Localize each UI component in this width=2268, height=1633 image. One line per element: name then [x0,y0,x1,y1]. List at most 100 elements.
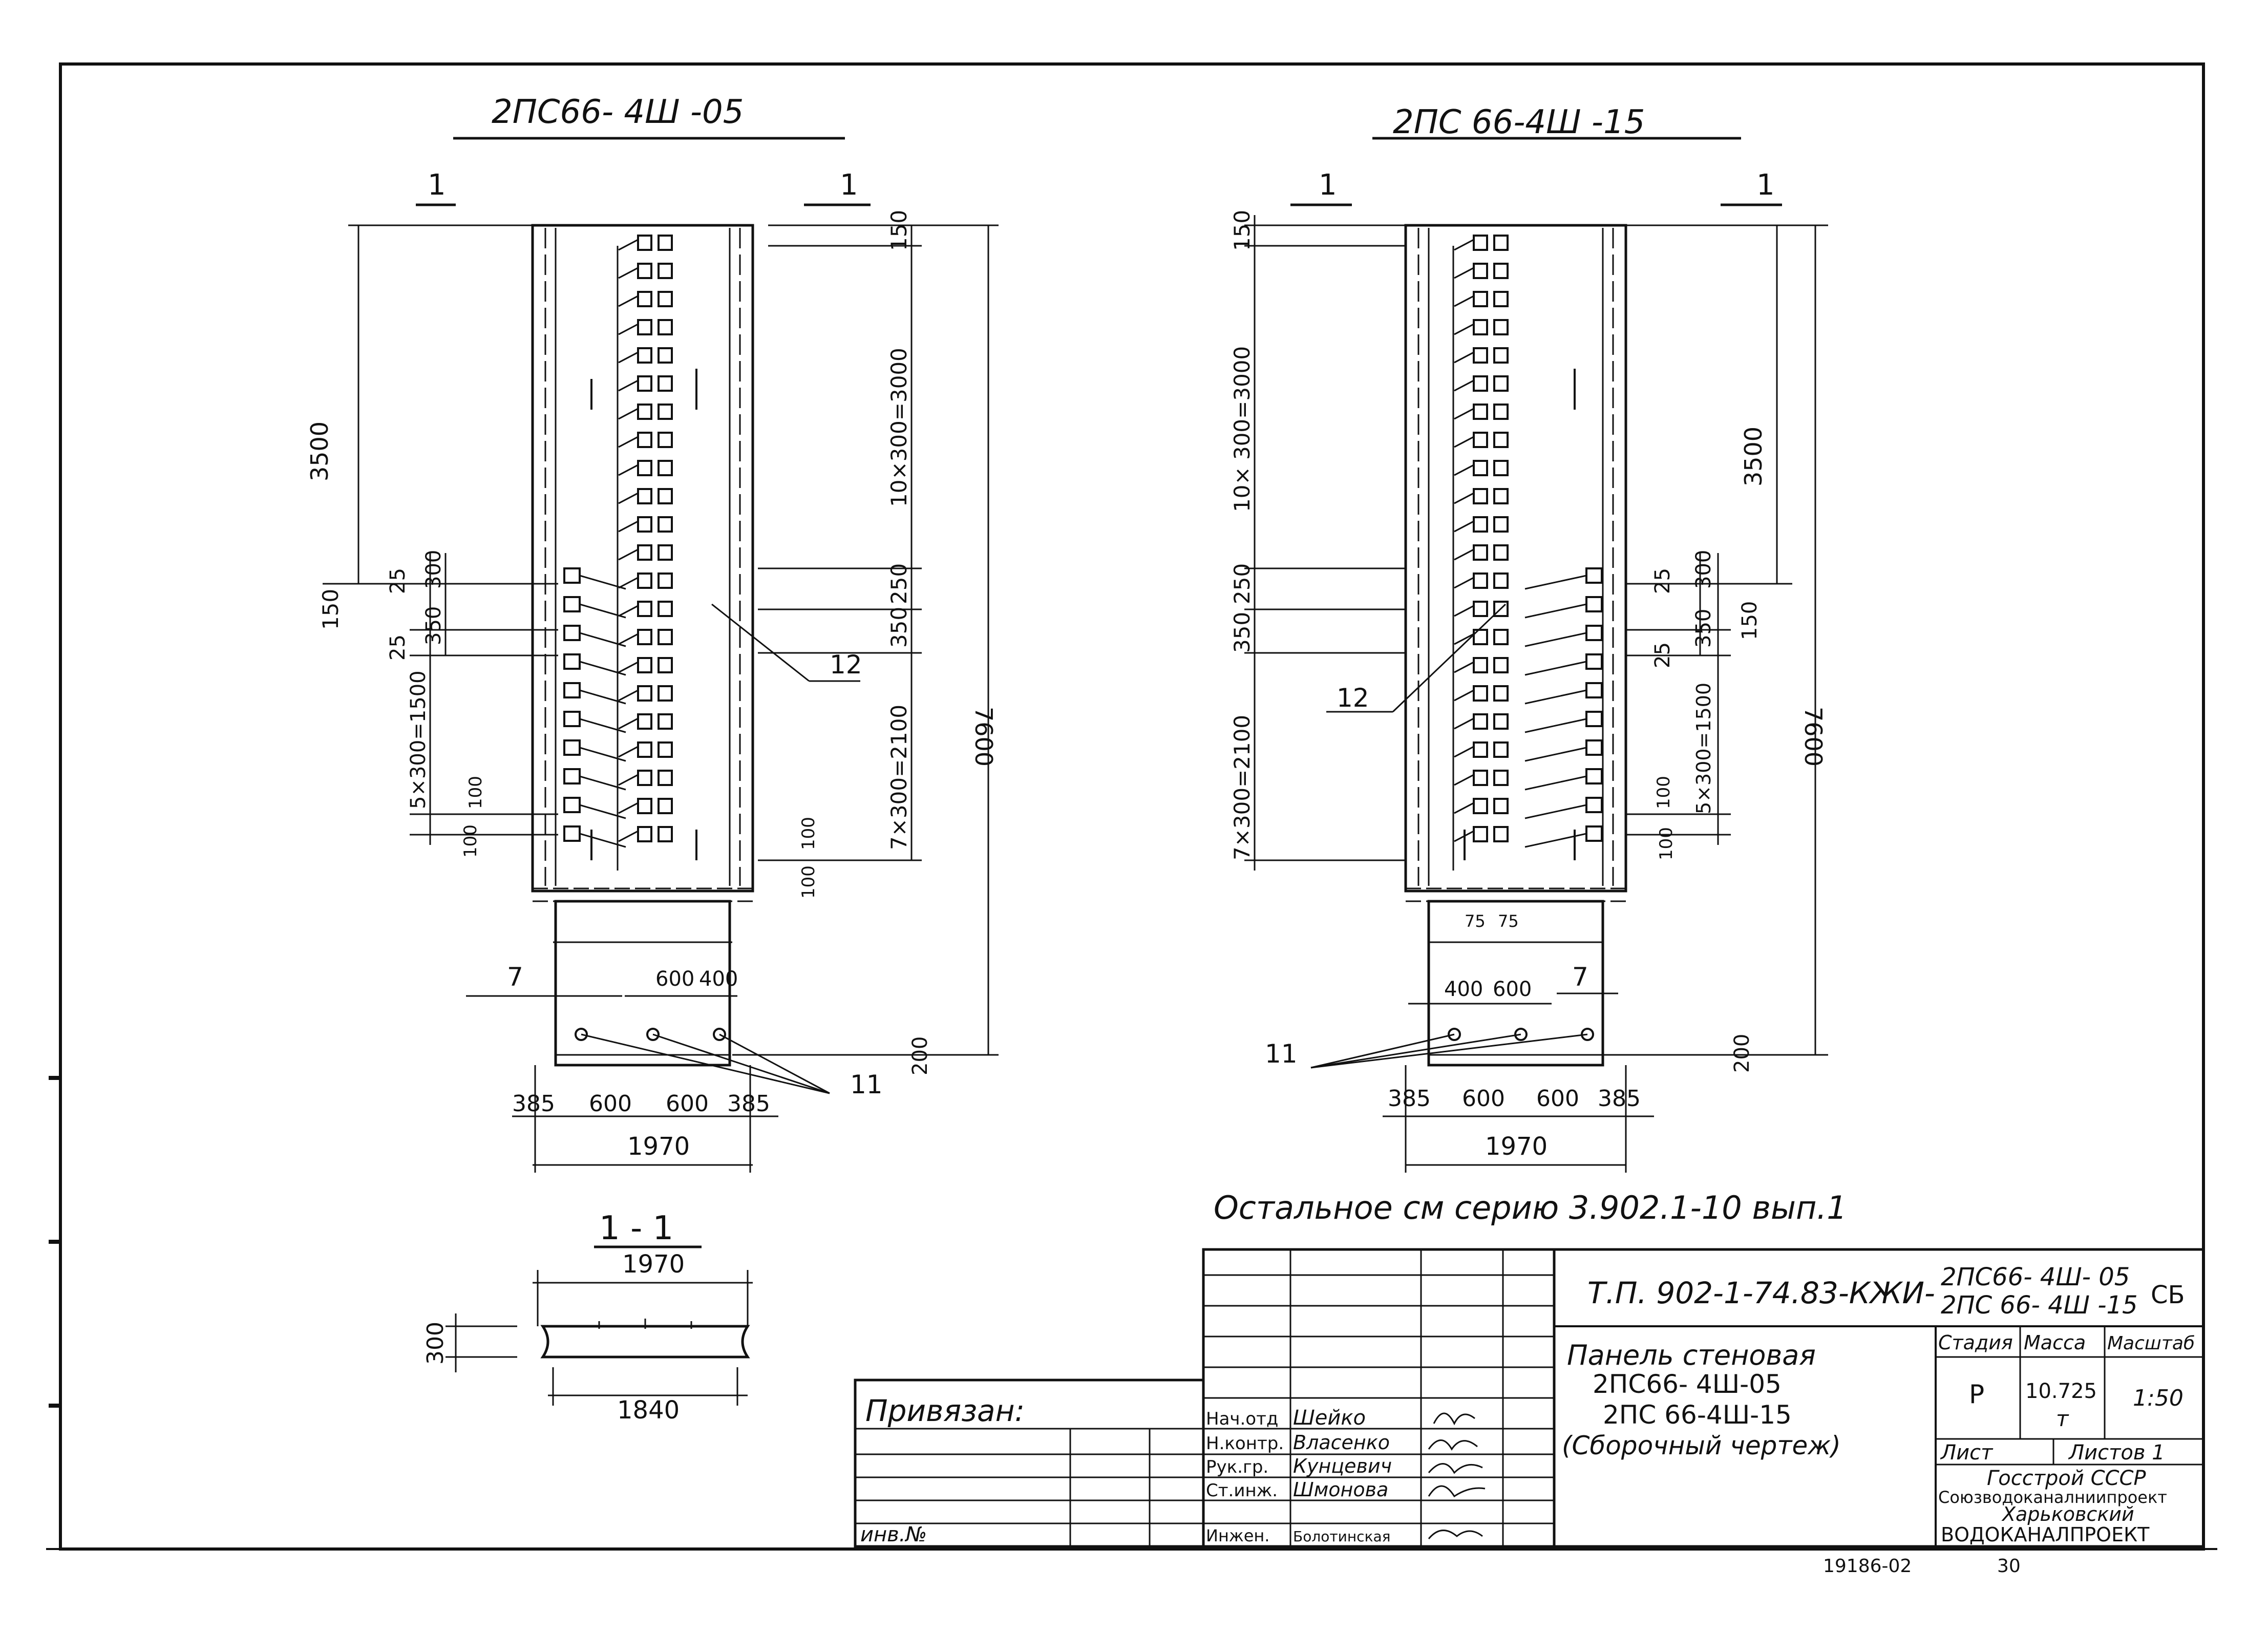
embedded-plate [658,460,673,476]
dim-250: 250 [1230,563,1255,604]
dim-250: 250 [886,563,912,604]
sheets-label: Листов 1 [2068,1441,2165,1465]
dim-100-right-b: 100 [798,865,819,899]
embedded-plate [1473,657,1488,673]
rebar-line [618,492,639,504]
col-mass-header: Масса [2024,1331,2086,1354]
right-panel-view: 2ПС 66-4Ш -15 1 1 150 10× 300=300 [1230,103,1828,1173]
dim-7x300: 7×300=2100 [886,705,912,850]
embedded-plate [658,291,673,307]
callout-11: 11 [1265,1039,1298,1069]
stage-value: Р [1969,1380,1984,1409]
embedded-plate [1585,797,1603,813]
section-mark-right: 1 [1756,168,1775,202]
rebar-line [1454,830,1474,842]
embedded-plate [563,596,581,612]
embedded-plate [563,711,581,727]
section-top-width: 1970 [622,1250,685,1279]
panel-outline [531,224,754,893]
rebar-line [1454,774,1474,786]
role-inzhen: Инжен. [1206,1526,1269,1545]
dim-100-right: 100 [1654,776,1674,809]
embedded-plate [1473,488,1488,504]
embedded-plate [637,713,652,730]
rebar-line [618,351,639,364]
embedded-plates [617,235,673,871]
dim-600-bottom: 600 [1493,978,1532,1001]
signature [1433,1412,1475,1426]
role-n-kontr: Н.контр. [1206,1433,1284,1454]
dim-25-a: 25 [386,568,410,594]
doc-mark-15: 2ПС 66- 4Ш -15 [1941,1291,2138,1320]
dim-300: 300 [1692,550,1715,589]
rebar-line [1524,718,1587,733]
rebar-line [579,689,626,705]
embedded-plate [563,825,581,842]
dim-150-right: 150 [1738,601,1762,640]
dim-200-bottom: 200 [1730,1034,1754,1073]
section-1-1: 1 - 1 1970 300 1840 [422,1210,753,1425]
rebar-line [1454,295,1474,307]
embedded-plate [1585,653,1603,670]
embedded-plate [563,653,581,670]
rebar-line [1454,717,1474,730]
embedded-plate [637,798,652,814]
embedded-plate [1493,404,1509,420]
embedded-plate [658,826,673,842]
dim-25-a: 25 [1651,568,1674,594]
embedded-plate [563,567,581,584]
dim-350-left: 350 [422,606,446,645]
rebar-line [618,689,639,702]
mass-unit: т [2056,1406,2069,1431]
name-kuntsevich: Кунцевич [1293,1455,1392,1477]
dim-385-b: 385 [727,1091,770,1117]
embedded-plate [1473,347,1488,364]
embedded-plate [1493,826,1509,842]
dim-200-bottom: 200 [908,1036,932,1075]
scale-value: 1:50 [2133,1385,2184,1411]
rebar-line [1524,603,1587,619]
dim-100-left-b: 100 [460,824,481,858]
embedded-plate [637,347,652,364]
embedded-plate [1493,601,1509,617]
embedded-plate [1493,432,1509,448]
dim-7600: 7600 [970,707,998,767]
embedded-plates [1452,235,1509,871]
embedded-plate [563,768,581,784]
embedded-plate [1473,263,1488,279]
dim-3500: 3500 [306,421,333,481]
embedded-plate [1493,713,1509,730]
embedded-plate [658,516,673,533]
dim-600-a: 600 [589,1091,632,1117]
embedded-plate [1493,685,1509,702]
rebar-line [618,774,639,786]
leader-line [1310,1033,1521,1069]
name-bolotinskaya: Болотинская [1293,1528,1391,1545]
embedded-plate [563,625,581,641]
rebar-line [1454,492,1474,504]
col-stage-header: Стадия [1938,1331,2013,1354]
mass-value: 10.725 [2025,1380,2097,1403]
leader-line [652,1033,830,1094]
embedded-plate [658,432,673,448]
leader-line [581,1033,830,1094]
binding-label: Привязан: [865,1393,1025,1428]
embedded-plate [658,798,673,814]
anchor-hole [1448,1028,1461,1041]
embedded-plate [1473,798,1488,814]
panel-plinth [554,900,731,1067]
right-view-title: 2ПС 66-4Ш -15 [1393,103,1645,141]
embedded-plate [563,682,581,698]
embedded-plate [637,741,652,758]
embedded-plate [1473,516,1488,533]
anchor-hole [1514,1028,1528,1041]
embedded-plate [658,741,673,758]
embedded-plate [1473,235,1488,251]
rebar-line [618,408,639,420]
embedded-plate [1493,572,1509,589]
embedded-plate [637,319,652,335]
rebar-line [579,747,626,762]
embedded-plate [1493,460,1509,476]
footer-number: 19186-02 [1823,1556,1912,1577]
section-title: 1 - 1 [599,1210,673,1247]
